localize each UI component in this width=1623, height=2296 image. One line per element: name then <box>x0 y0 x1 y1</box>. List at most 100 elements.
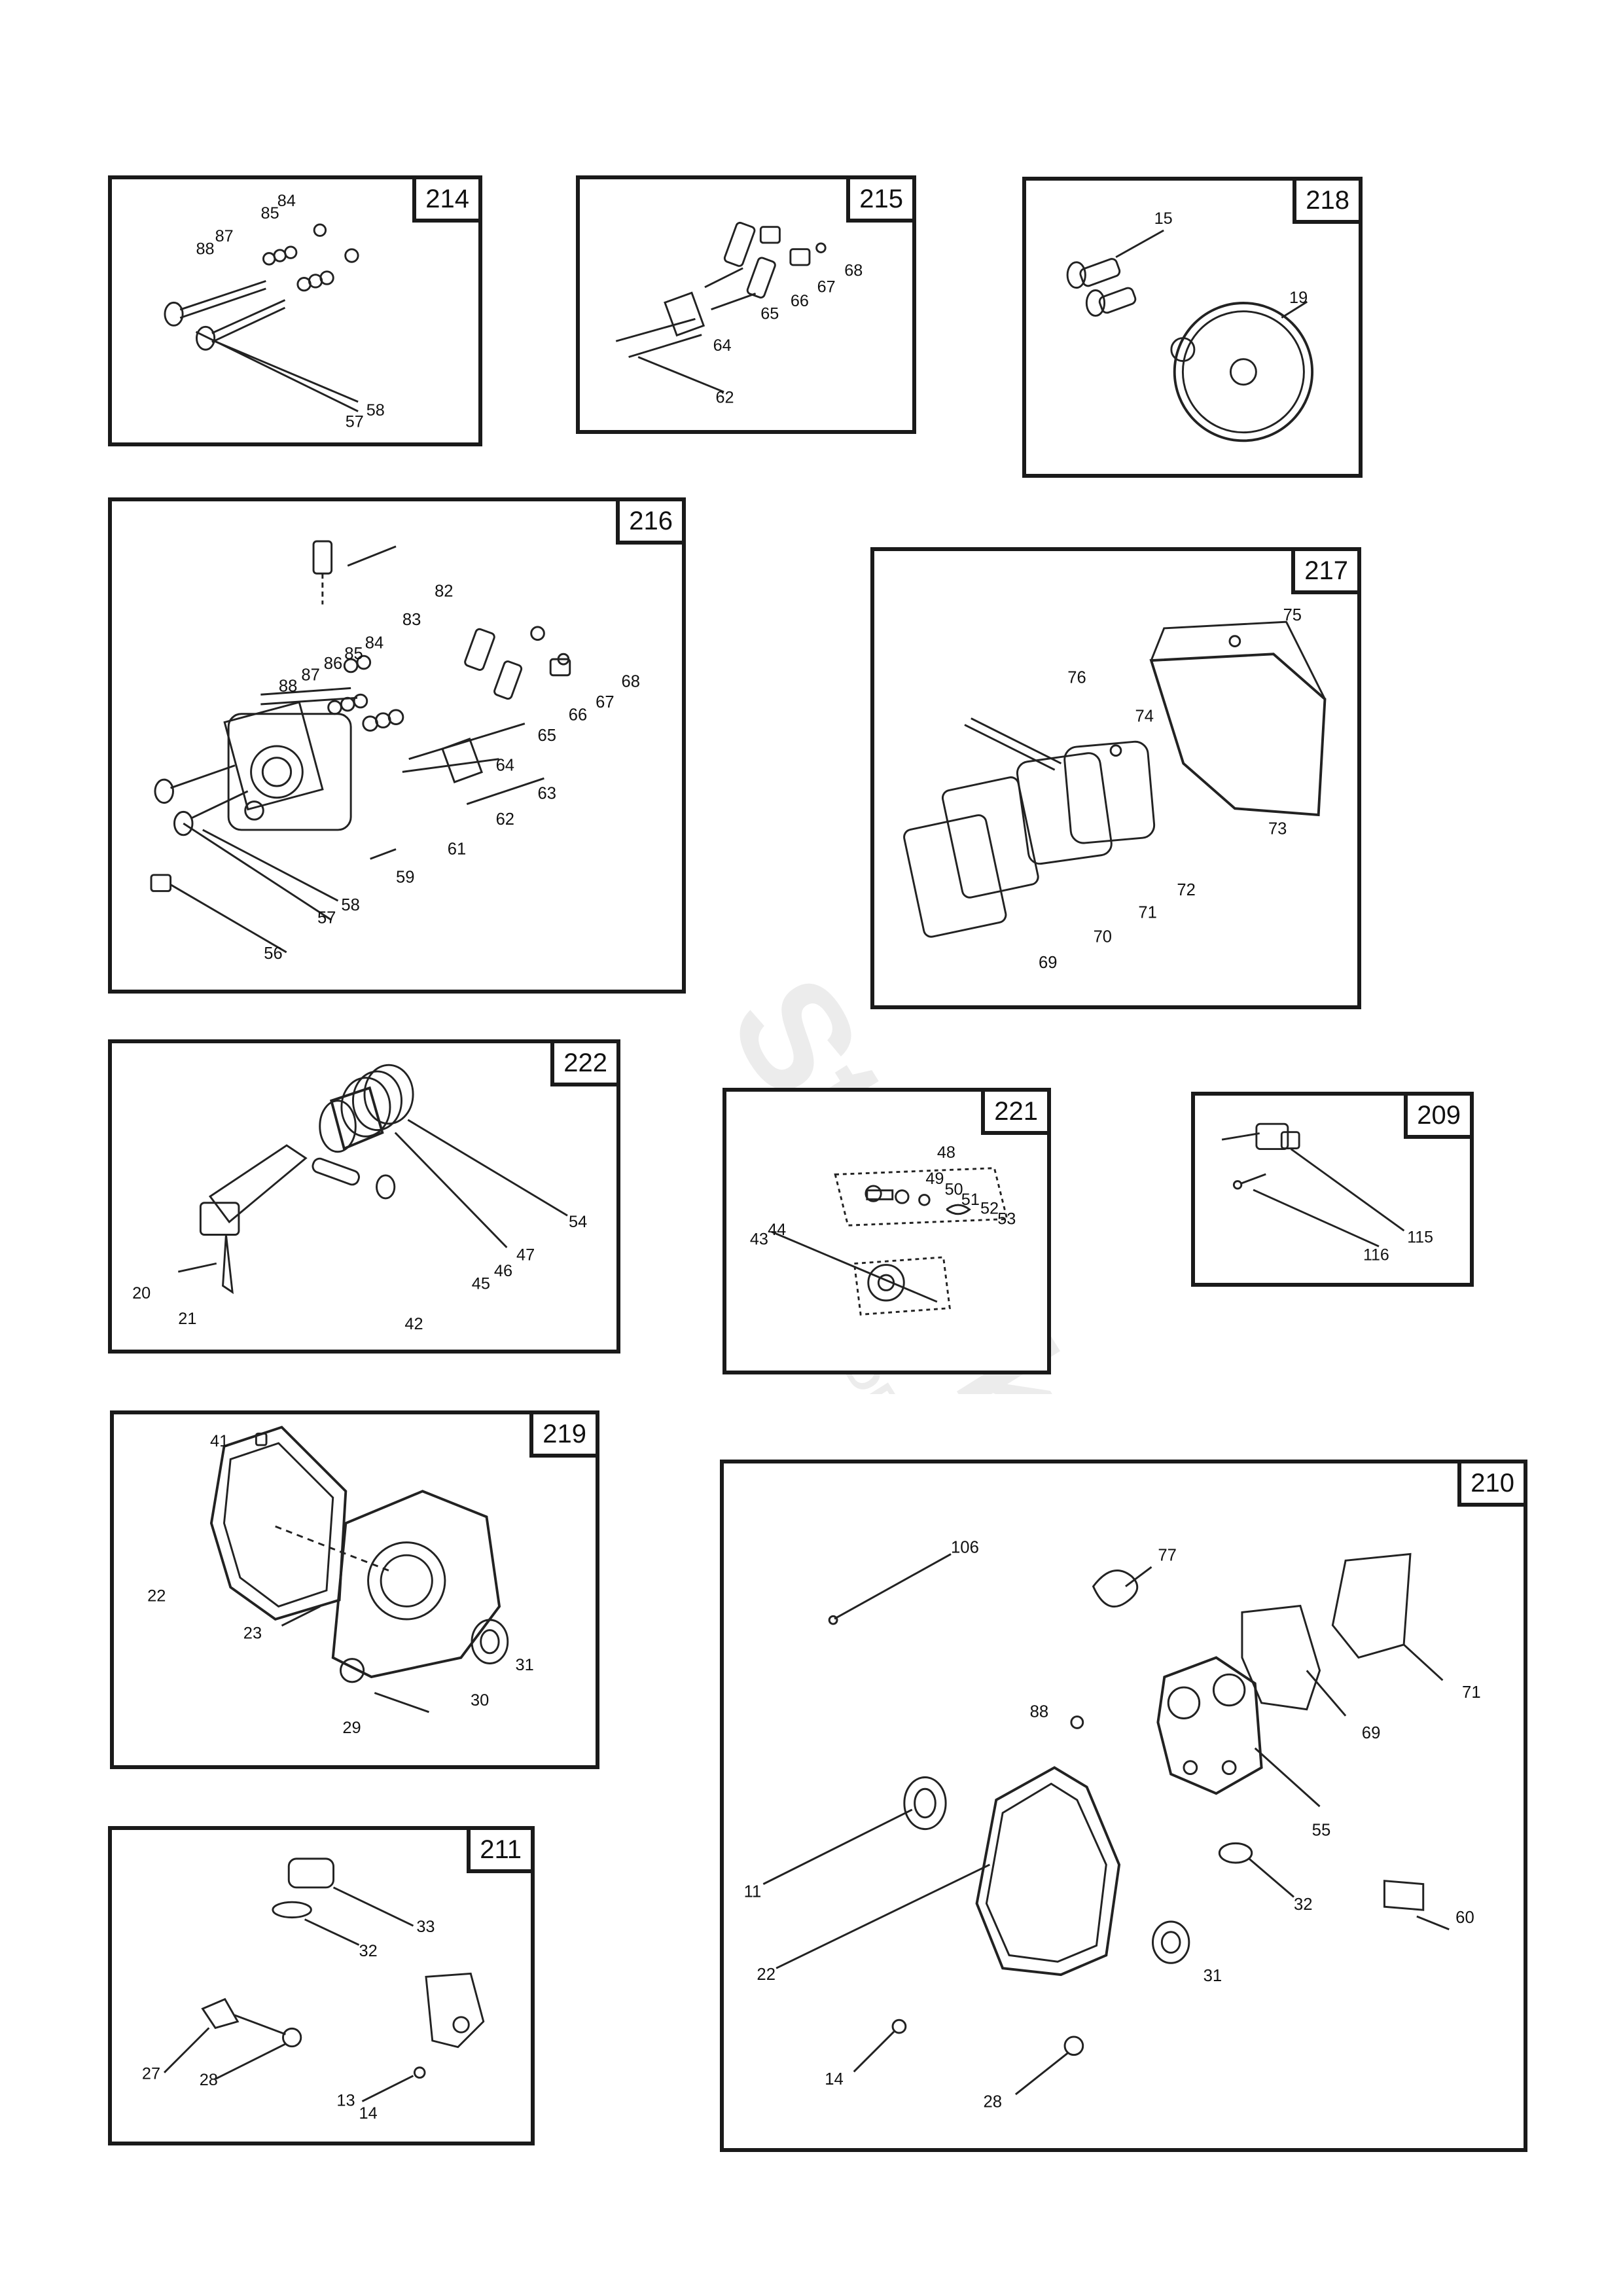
label-59: 59 <box>396 869 414 887</box>
label-55: 55 <box>1312 1821 1331 1839</box>
label-48: 48 <box>937 1143 955 1162</box>
label-76: 76 <box>1067 669 1086 687</box>
panel-tag: 221 <box>981 1088 1051 1135</box>
label-21: 21 <box>178 1310 196 1328</box>
label-45: 45 <box>472 1274 490 1293</box>
label-62: 62 <box>496 810 514 829</box>
label-86: 86 <box>324 655 342 673</box>
label-68: 68 <box>844 261 863 279</box>
label-43: 43 <box>750 1230 768 1248</box>
label-22: 22 <box>757 1965 776 1984</box>
panel-tag: 216 <box>616 497 686 545</box>
label-75: 75 <box>1283 606 1302 624</box>
label-85: 85 <box>261 204 279 223</box>
panel-216: 216 82 83 <box>108 497 686 994</box>
label-56: 56 <box>264 944 282 963</box>
label-74: 74 <box>1135 707 1153 725</box>
panel-211: 211 33 32 27 28 13 14 <box>108 1826 535 2145</box>
label-14: 14 <box>359 2104 378 2123</box>
panel-217: 217 75 76 74 73 72 71 70 69 <box>870 547 1361 1009</box>
label-19: 19 <box>1289 289 1308 307</box>
panel-tag: 214 <box>412 175 482 223</box>
label-84: 84 <box>277 192 296 210</box>
panel-222: 222 54 47 46 45 42 20 21 <box>108 1039 620 1354</box>
label-67: 67 <box>596 693 614 711</box>
label-22: 22 <box>147 1587 166 1605</box>
label-65: 65 <box>760 304 779 323</box>
label-13: 13 <box>336 2091 355 2109</box>
label-61: 61 <box>448 840 466 858</box>
panel-drawing: 54 47 46 45 42 20 21 <box>132 1064 587 1333</box>
label-69: 69 <box>1362 1724 1381 1742</box>
panel-drawing: 75 76 74 73 72 71 70 69 <box>903 606 1327 972</box>
label-32: 32 <box>359 1942 378 1960</box>
label-63: 63 <box>538 785 556 803</box>
label-88: 88 <box>1030 1703 1049 1721</box>
label-88: 88 <box>196 240 215 259</box>
label-62: 62 <box>715 388 734 406</box>
panel-219: 219 41 22 23 31 30 29 <box>110 1410 599 1769</box>
label-11: 11 <box>744 1882 762 1901</box>
panel-drawing: 106 77 71 88 69 55 11 22 32 60 31 14 28 <box>744 1538 1481 2111</box>
label-85: 85 <box>344 645 363 663</box>
panel-tag: 211 <box>467 1826 535 1873</box>
label-30: 30 <box>471 1691 489 1710</box>
panel-215: 215 62 64 65 66 67 68 <box>576 175 916 434</box>
label-73: 73 <box>1268 820 1287 838</box>
label-15: 15 <box>1154 209 1173 228</box>
panel-tag: 222 <box>550 1039 620 1086</box>
label-32: 32 <box>1294 1895 1313 1914</box>
label-106: 106 <box>951 1538 979 1556</box>
label-116: 116 <box>1363 1246 1389 1264</box>
label-69: 69 <box>1039 954 1057 972</box>
label-70: 70 <box>1094 928 1112 946</box>
panel-drawing: 41 22 23 31 30 29 <box>147 1426 534 1737</box>
panel-drawing: 115 116 <box>1221 1122 1433 1264</box>
label-58: 58 <box>366 401 385 420</box>
label-57: 57 <box>346 413 364 431</box>
label-88: 88 <box>279 677 297 695</box>
label-72: 72 <box>1177 881 1195 899</box>
label-46: 46 <box>494 1262 512 1280</box>
label-66: 66 <box>791 292 809 310</box>
label-71: 71 <box>1138 903 1156 922</box>
label-27: 27 <box>142 2064 160 2083</box>
label-87: 87 <box>301 666 319 685</box>
panel-tag: 218 <box>1293 177 1363 224</box>
label-77: 77 <box>1158 1546 1177 1564</box>
valve-head-1 <box>164 301 184 327</box>
label-49: 49 <box>925 1170 944 1188</box>
panel-tag: 219 <box>529 1410 599 1458</box>
label-28: 28 <box>983 2093 1002 2111</box>
panel-drawing: 82 83 84 85 86 87 88 68 67 66 65 64 63 6… <box>150 540 640 963</box>
label-57: 57 <box>317 909 336 927</box>
label-65: 65 <box>538 726 556 745</box>
label-66: 66 <box>569 706 587 725</box>
label-44: 44 <box>768 1221 786 1239</box>
label-47: 47 <box>516 1246 535 1265</box>
label-20: 20 <box>132 1284 151 1302</box>
label-33: 33 <box>416 1918 435 1936</box>
panel-tag: 209 <box>1404 1092 1474 1139</box>
label-68: 68 <box>621 672 639 691</box>
label-23: 23 <box>243 1624 262 1642</box>
panel-drawing: 48 49 50 51 52 53 43 44 <box>750 1143 1016 1316</box>
label-67: 67 <box>817 278 836 296</box>
label-64: 64 <box>713 336 732 355</box>
panel-drawing: 62 64 65 66 67 68 <box>615 221 863 406</box>
label-53: 53 <box>997 1210 1016 1228</box>
panel-tag: 217 <box>1291 547 1361 594</box>
label-87: 87 <box>215 227 234 245</box>
label-41: 41 <box>210 1432 228 1450</box>
panel-drawing: 84 85 87 88 57 58 <box>164 192 385 431</box>
label-50: 50 <box>945 1181 963 1199</box>
label-52: 52 <box>980 1200 999 1218</box>
label-58: 58 <box>341 896 359 914</box>
label-64: 64 <box>496 756 514 774</box>
label-31: 31 <box>516 1656 534 1674</box>
label-83: 83 <box>402 611 421 629</box>
panel-tag: 210 <box>1457 1460 1527 1507</box>
label-42: 42 <box>404 1315 423 1333</box>
label-14: 14 <box>825 2070 844 2089</box>
valve-head-2 <box>196 325 216 351</box>
